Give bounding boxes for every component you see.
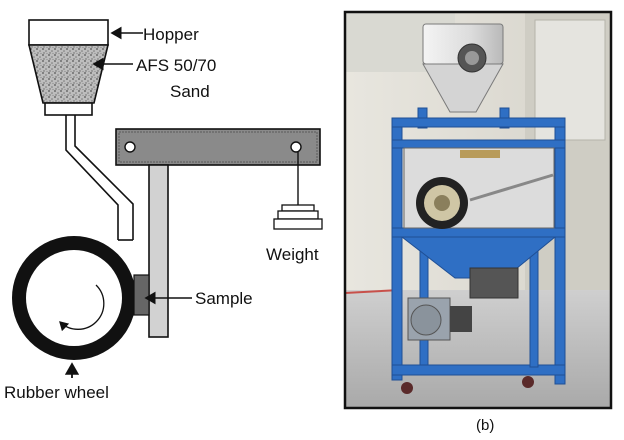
feed-tube bbox=[65, 115, 134, 241]
sand-label-line1: AFS 50/70 bbox=[136, 56, 216, 75]
photo-caption: (b) bbox=[476, 417, 494, 434]
hopper-drawing bbox=[27, 19, 110, 116]
hopper-label: Hopper bbox=[143, 25, 199, 44]
weight-label: Weight bbox=[266, 245, 319, 264]
sample-label: Sample bbox=[195, 289, 253, 308]
sand-label-line2: Sand bbox=[170, 82, 210, 101]
specimen-holder-post bbox=[148, 164, 169, 338]
weight-drawing bbox=[273, 152, 323, 230]
apparatus-photo bbox=[343, 10, 613, 410]
lever-arm bbox=[115, 128, 321, 166]
rotation-arrow bbox=[59, 284, 105, 332]
photo-border bbox=[343, 10, 613, 410]
photo-motor bbox=[407, 297, 472, 341]
photo-wheel-housing bbox=[403, 147, 555, 229]
schematic-diagram: Hopper AFS 50/70 Sand Weight Sample Rubb… bbox=[4, 19, 323, 402]
rubber-wheel bbox=[12, 236, 136, 360]
photo-hopper bbox=[422, 23, 504, 113]
sample-block bbox=[133, 274, 150, 316]
wheel-label: Rubber wheel bbox=[4, 383, 109, 402]
